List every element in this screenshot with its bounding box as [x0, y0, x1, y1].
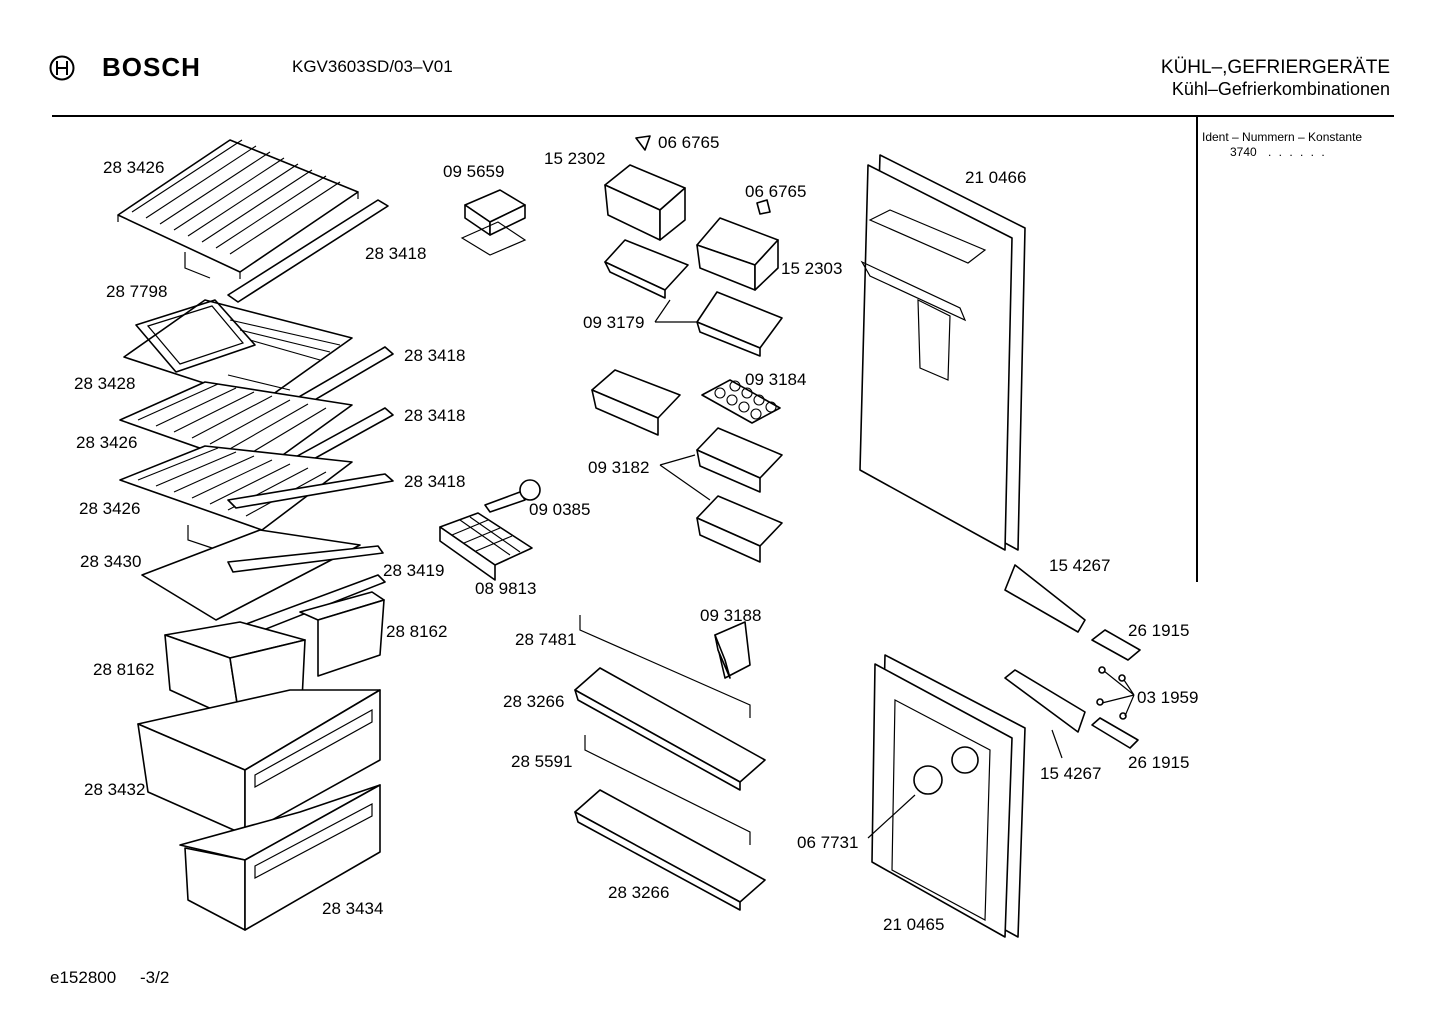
part-label: 21 0465 — [883, 915, 944, 934]
door-bin-small-1 — [604, 239, 689, 299]
ident-title: Ident – Nummern – Konstante — [1202, 130, 1363, 144]
hinge-lower — [1091, 717, 1139, 749]
ice-cube-tray — [439, 512, 533, 581]
model-number: KGV3603SD/03–V01 — [292, 57, 453, 76]
part-label: 28 8162 — [93, 660, 154, 679]
part-label: 09 0385 — [529, 500, 590, 519]
part-label: 28 3428 — [74, 374, 135, 393]
egg-lid-right — [696, 217, 779, 291]
part-label: 28 3434 — [322, 899, 383, 918]
wire-shelf-top — [117, 139, 359, 279]
egg-lid-left — [604, 164, 686, 241]
part-label: 03 1959 — [1137, 688, 1198, 707]
part-label: 21 0466 — [965, 168, 1026, 187]
leader-154267b — [1051, 729, 1063, 759]
part-label: 09 3188 — [700, 606, 761, 625]
butter-dish — [460, 189, 527, 256]
part-label: 15 4267 — [1049, 556, 1110, 575]
part-label: 06 7731 — [797, 833, 858, 852]
part-label: 09 3179 — [583, 313, 644, 332]
part-label: 28 3418 — [404, 346, 465, 365]
bottle-bin-lower — [574, 789, 766, 911]
part-label: 28 3418 — [365, 244, 426, 263]
bosch-logo-icon — [49, 55, 75, 81]
ident-value: 3740 — [1230, 145, 1257, 159]
part-label: 06 6765 — [745, 182, 806, 201]
leader-067731 — [867, 794, 916, 839]
part-label: 28 3266 — [608, 883, 669, 902]
door-bin-medium-1 — [591, 369, 681, 436]
egg-tray — [701, 379, 781, 424]
part-label: 28 5591 — [511, 752, 572, 771]
part-label: 28 3430 — [80, 552, 141, 571]
bottle-rail-2 — [584, 735, 751, 845]
part-label: 28 7798 — [106, 282, 167, 301]
bottle-rail-1 — [579, 615, 751, 718]
door-bin-medium-2 — [696, 427, 783, 493]
wire-shelf-lower — [119, 445, 353, 549]
clip-small-right — [756, 199, 771, 215]
door-bin-small-2 — [696, 291, 783, 357]
door-handle-upper — [1004, 564, 1086, 633]
clip-small-top — [635, 135, 651, 151]
part-label: 15 2303 — [781, 259, 842, 278]
part-label: 09 5659 — [443, 162, 504, 181]
part-label: 15 2302 — [544, 149, 605, 168]
bottle-holder — [714, 621, 751, 679]
freezer-drawer-2 — [179, 784, 381, 931]
brand-name: BOSCH — [102, 52, 201, 82]
crisper-strip — [227, 545, 384, 573]
freezer-door — [859, 154, 1026, 551]
part-label: 28 3418 — [404, 406, 465, 425]
part-label: 28 7481 — [515, 630, 576, 649]
part-label: 28 3426 — [79, 499, 140, 518]
door-handle-lower — [1004, 669, 1086, 733]
category-title: KÜHL–,GEFRIERGERÄTE — [1160, 57, 1390, 78]
fridge-door — [871, 654, 1026, 938]
part-label: 28 3426 — [76, 433, 137, 452]
part-label: 28 8162 — [386, 622, 447, 641]
door-bin-medium-3 — [696, 495, 783, 563]
hinge-upper — [1091, 629, 1141, 661]
ice-scoop — [484, 479, 541, 513]
diagram-code: e152800 — [50, 968, 117, 987]
part-label: 26 1915 — [1128, 753, 1189, 772]
freezer-drawer-1 — [137, 689, 381, 836]
header-divider — [52, 115, 1394, 117]
part-label: 28 3432 — [84, 780, 145, 799]
part-label: 15 4267 — [1040, 764, 1101, 783]
leader-093182 — [659, 454, 711, 501]
part-label: 06 6765 — [658, 133, 719, 152]
bottle-bin-upper — [574, 667, 766, 791]
part-label: 28 3426 — [103, 158, 164, 177]
part-label: 28 3419 — [383, 561, 444, 580]
side-divider — [1196, 117, 1198, 582]
part-label: 28 3418 — [404, 472, 465, 491]
category-subtitle: Kühl–Gefrierkombinationen — [1171, 79, 1390, 99]
sheet-number: -3/2 — [140, 968, 170, 987]
shelf-strip-1 — [227, 199, 389, 303]
part-label: 09 3184 — [745, 370, 806, 389]
shelf-frame — [135, 299, 256, 373]
ident-dots: . . . . . . — [1268, 145, 1327, 159]
part-label: 08 9813 — [475, 579, 536, 598]
glass-plate — [141, 529, 361, 621]
screws — [1096, 666, 1135, 720]
part-label: 09 3182 — [588, 458, 649, 477]
leader-093179 — [654, 299, 697, 323]
crisper-drawer-right — [299, 591, 385, 677]
shelf-strip-4 — [227, 473, 394, 509]
part-label: 28 3266 — [503, 692, 564, 711]
part-label: 26 1915 — [1128, 621, 1189, 640]
